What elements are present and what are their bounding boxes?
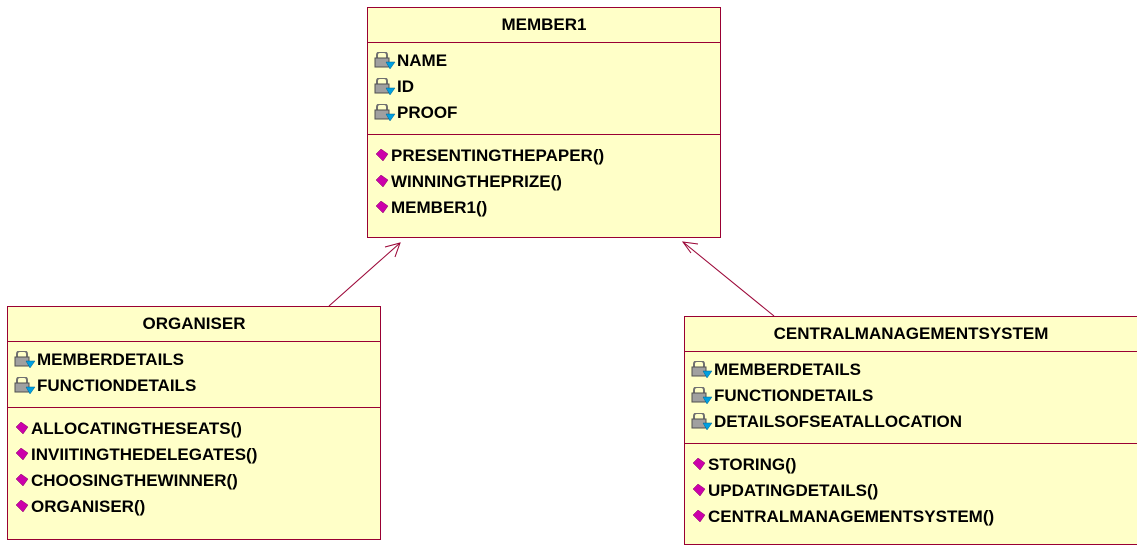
- attribute-label: MEMBERDETAILS: [37, 350, 185, 369]
- operation-label: PRESENTINGTHEPAPER(): [391, 146, 605, 165]
- attribute-label: PROOF: [397, 103, 458, 122]
- arrowhead-icon: [384, 242, 401, 258]
- class-organiser[interactable]: ORGANISER MEMBERDETAILS FUNCTIONDETAILS …: [7, 306, 381, 540]
- attribute-row[interactable]: FUNCTIONDETAILS: [691, 383, 1137, 409]
- operation-label: UPDATINGDETAILS(): [708, 481, 879, 500]
- operation-label: WINNINGTHEPRIZE(): [391, 172, 562, 191]
- attribute-row[interactable]: MEMBERDETAILS: [14, 347, 380, 373]
- operation-label: STORING(): [708, 455, 797, 474]
- operation-diamond-icon: [16, 500, 30, 514]
- operation-label: ALLOCATINGTHESEATS(): [31, 419, 242, 438]
- operation-diamond-icon: [693, 484, 707, 498]
- attribute-label: DETAILSOFSEATALLOCATION: [714, 412, 963, 431]
- operation-row[interactable]: ORGANISER(): [16, 494, 380, 520]
- attribute-label: FUNCTIONDETAILS: [714, 386, 874, 405]
- attribute-label: MEMBERDETAILS: [714, 360, 862, 379]
- operation-row[interactable]: CENTRALMANAGEMENTSYSTEM(): [693, 504, 1137, 530]
- operation-diamond-icon: [693, 510, 707, 524]
- operation-diamond-icon: [376, 201, 390, 215]
- attribute-compartment: MEMBERDETAILS FUNCTIONDETAILS DETAILSOFS…: [685, 352, 1137, 444]
- operation-diamond-icon: [693, 458, 707, 472]
- operation-diamond-icon: [16, 448, 30, 462]
- operation-label: MEMBER1(): [391, 198, 488, 217]
- operation-row[interactable]: PRESENTINGTHEPAPER(): [376, 143, 720, 169]
- attribute-lock-icon: [14, 351, 36, 369]
- attribute-lock-icon: [691, 361, 713, 379]
- attribute-row[interactable]: ID: [374, 74, 720, 100]
- operation-label: CENTRALMANAGEMENTSYSTEM(): [708, 507, 995, 526]
- association-cms-to-member1[interactable]: [681, 241, 775, 317]
- operation-label: CHOOSINGTHEWINNER(): [31, 471, 238, 490]
- attribute-lock-icon: [374, 52, 396, 70]
- operation-compartment: STORING() UPDATINGDETAILS() CENTRALMANAG…: [685, 444, 1137, 536]
- attribute-row[interactable]: MEMBERDETAILS: [691, 357, 1137, 383]
- attribute-compartment: MEMBERDETAILS FUNCTIONDETAILS: [8, 342, 380, 408]
- operation-row[interactable]: INVIITINGTHEDELEGATES(): [16, 442, 380, 468]
- class-name: CENTRALMANAGEMENTSYSTEM: [685, 317, 1137, 352]
- operation-row[interactable]: WINNINGTHEPRIZE(): [376, 169, 720, 195]
- operation-diamond-icon: [16, 474, 30, 488]
- association-organiser-to-member1[interactable]: [328, 242, 401, 307]
- attribute-row[interactable]: FUNCTIONDETAILS: [14, 373, 380, 399]
- operation-row[interactable]: MEMBER1(): [376, 195, 720, 221]
- operation-row[interactable]: STORING(): [693, 452, 1137, 478]
- attribute-lock-icon: [374, 104, 396, 122]
- operation-diamond-icon: [376, 149, 390, 163]
- operation-row[interactable]: UPDATINGDETAILS(): [693, 478, 1137, 504]
- attribute-lock-icon: [14, 377, 36, 395]
- class-name: ORGANISER: [8, 307, 380, 342]
- operation-diamond-icon: [16, 422, 30, 436]
- attribute-row[interactable]: DETAILSOFSEATALLOCATION: [691, 409, 1137, 435]
- operation-diamond-icon: [376, 175, 390, 189]
- attribute-compartment: NAME ID PROOF: [368, 43, 720, 135]
- operation-compartment: PRESENTINGTHEPAPER() WINNINGTHEPRIZE() M…: [368, 135, 720, 227]
- class-member1[interactable]: MEMBER1 NAME ID PROOF PRESENTINGTHEPAPER…: [367, 7, 721, 238]
- attribute-lock-icon: [691, 413, 713, 431]
- operation-compartment: ALLOCATINGTHESEATS() INVIITINGTHEDELEGAT…: [8, 408, 380, 526]
- attribute-label: ID: [397, 77, 414, 96]
- attribute-lock-icon: [374, 78, 396, 96]
- attribute-label: NAME: [397, 51, 448, 70]
- operation-row[interactable]: CHOOSINGTHEWINNER(): [16, 468, 380, 494]
- class-name: MEMBER1: [368, 8, 720, 43]
- operation-row[interactable]: ALLOCATINGTHESEATS(): [16, 416, 380, 442]
- arrowhead-icon: [681, 241, 699, 254]
- operation-label: ORGANISER(): [31, 497, 146, 516]
- attribute-lock-icon: [691, 387, 713, 405]
- attribute-row[interactable]: NAME: [374, 48, 720, 74]
- attribute-row[interactable]: PROOF: [374, 100, 720, 126]
- operation-label: INVIITINGTHEDELEGATES(): [31, 445, 258, 464]
- attribute-label: FUNCTIONDETAILS: [37, 376, 197, 395]
- class-centralmanagementsystem[interactable]: CENTRALMANAGEMENTSYSTEM MEMBERDETAILS FU…: [684, 316, 1137, 545]
